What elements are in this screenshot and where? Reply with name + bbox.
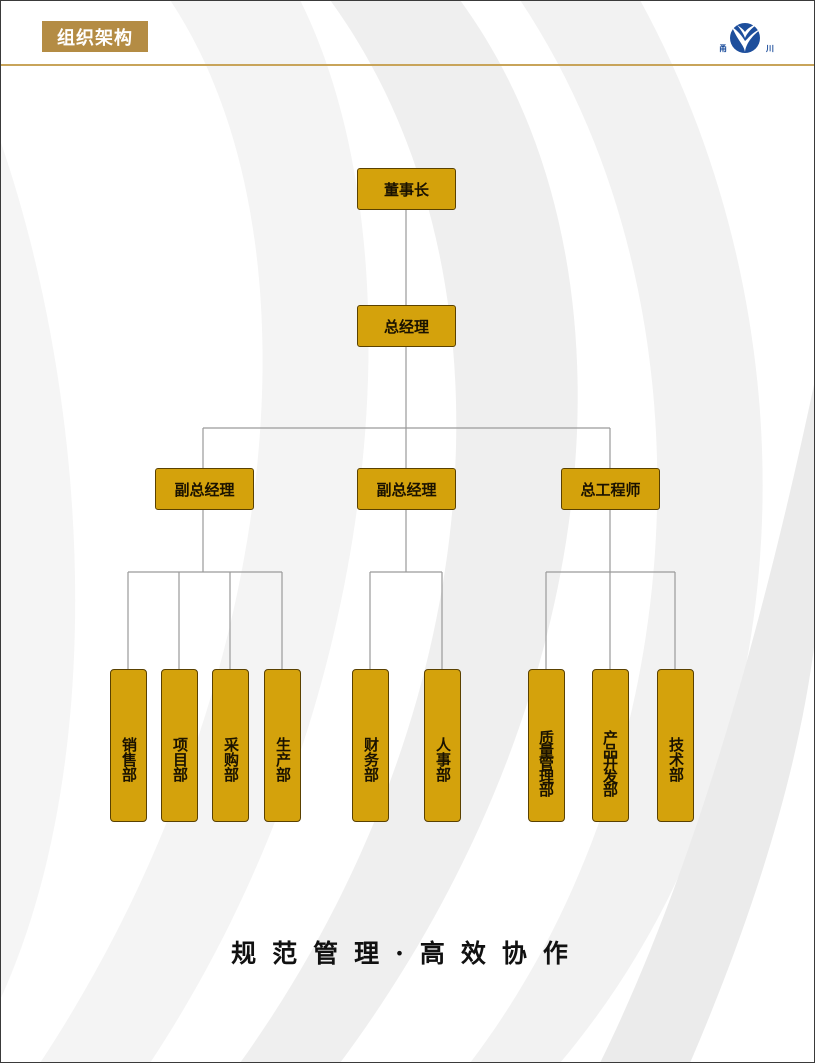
node-finance-dept: 财务部 bbox=[352, 669, 389, 822]
slogan: 规范管理·高效协作 bbox=[231, 939, 584, 968]
logo-mark-icon bbox=[730, 23, 761, 53]
node-sales-dept: 销售部 bbox=[110, 669, 147, 822]
node-general-manager: 总经理 bbox=[357, 305, 456, 347]
node-purchasing-dept: 采购部 bbox=[212, 669, 249, 822]
node-tech-dept: 技术部 bbox=[657, 669, 694, 822]
logo-char-right: 川 bbox=[766, 44, 774, 53]
node-chief-engineer: 总工程师 bbox=[561, 468, 660, 510]
node-deputy-gm-1: 副总经理 bbox=[155, 468, 254, 510]
node-production-dept: 生产部 bbox=[264, 669, 301, 822]
company-logo: 甬 川 bbox=[717, 19, 779, 57]
section-title: 组织架构 bbox=[42, 21, 148, 52]
node-deputy-gm-2: 副总经理 bbox=[357, 468, 456, 510]
node-quality-dept: 质量管理部 bbox=[528, 669, 565, 822]
node-hr-dept: 人事部 bbox=[424, 669, 461, 822]
node-project-dept: 项目部 bbox=[161, 669, 198, 822]
node-chairman: 董事长 bbox=[357, 168, 456, 210]
logo-char-left: 甬 bbox=[719, 44, 727, 53]
node-product-dev-dept: 产品开发部 bbox=[592, 669, 629, 822]
header-divider bbox=[0, 64, 815, 66]
